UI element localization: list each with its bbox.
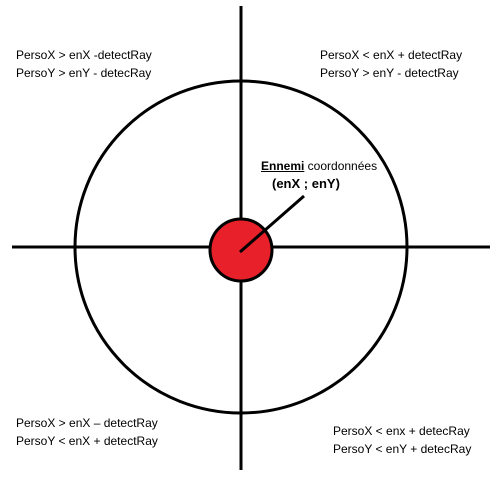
quadrant-top-right-line1: PersoX < enX + detectRay bbox=[320, 48, 463, 62]
quadrant-top-left-line2: PersoY > enY - detecRay bbox=[16, 66, 152, 80]
quadrant-bottom-left-conditions: PersoX > enX – detectRay PersoY < enX + … bbox=[16, 414, 158, 450]
quadrant-bottom-left-line1: PersoX > enX – detectRay bbox=[16, 416, 158, 430]
quadrant-top-right-conditions: PersoX < enX + detectRay PersoY > enY - … bbox=[320, 46, 462, 82]
quadrant-bottom-right-conditions: PersoX < enx + detecRay PersoY < enY + d… bbox=[333, 422, 471, 458]
enemy-label-rest: coordonnées bbox=[304, 159, 378, 173]
quadrant-top-right-line2: PersoY > enY - detectRay bbox=[320, 66, 459, 80]
quadrant-top-left-line1: PersoX > enX -detectRay bbox=[16, 48, 152, 62]
enemy-pointer-line bbox=[239, 194, 305, 254]
enemy-label: Ennemi coordonnées bbox=[261, 158, 377, 174]
quadrant-bottom-left-line2: PersoY < enX + detectRay bbox=[16, 434, 158, 448]
enemy-word: Ennemi bbox=[261, 159, 305, 173]
quadrant-bottom-right-line2: PersoY < enY + detecRay bbox=[333, 442, 472, 456]
enemy-coordinates: (enX ; enY) bbox=[272, 176, 340, 191]
quadrant-top-left-conditions: PersoX > enX -detectRay PersoY > enY - d… bbox=[16, 46, 152, 82]
quadrant-bottom-right-line1: PersoX < enx + detecRay bbox=[333, 424, 470, 438]
